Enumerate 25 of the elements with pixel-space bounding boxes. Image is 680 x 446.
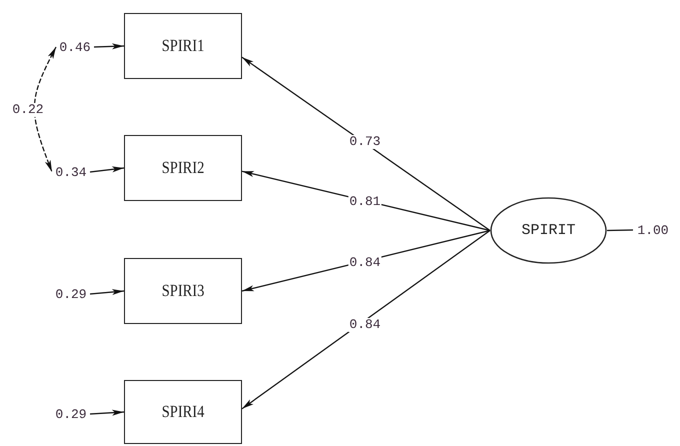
observed-variable-box	[124, 258, 242, 324]
path-arrow	[90, 166, 124, 173]
loading-value: 0.84	[348, 318, 382, 332]
error-variance-value: 0.34	[55, 164, 87, 180]
observed-variable-box	[124, 13, 242, 79]
variable-name: SPIRI2	[162, 158, 204, 178]
path-arrow	[90, 410, 124, 416]
path-arrow	[94, 43, 124, 50]
observed-variable-box	[124, 380, 242, 444]
observed-variable-box	[124, 135, 242, 201]
covariance-value: 0.22	[11, 103, 45, 117]
variable-name: SPIRI4	[162, 402, 204, 422]
path-arrow	[242, 56, 490, 231]
loading-value: 0.73	[348, 135, 382, 149]
factor-variance-value: 1.00	[637, 222, 669, 238]
variable-name: SPIRI1	[162, 36, 204, 56]
error-variance-value: 0.29	[55, 406, 87, 422]
error-variance-value: 0.29	[55, 286, 87, 302]
variable-name: SPIRI3	[162, 281, 204, 301]
covariance-arrow	[34, 46, 57, 172]
connector-line	[606, 229, 634, 232]
error-variance-value: 0.46	[59, 40, 91, 54]
latent-variable-name: SPIRIT	[521, 222, 576, 239]
path-arrow	[242, 230, 490, 410]
path-arrow	[90, 289, 124, 296]
